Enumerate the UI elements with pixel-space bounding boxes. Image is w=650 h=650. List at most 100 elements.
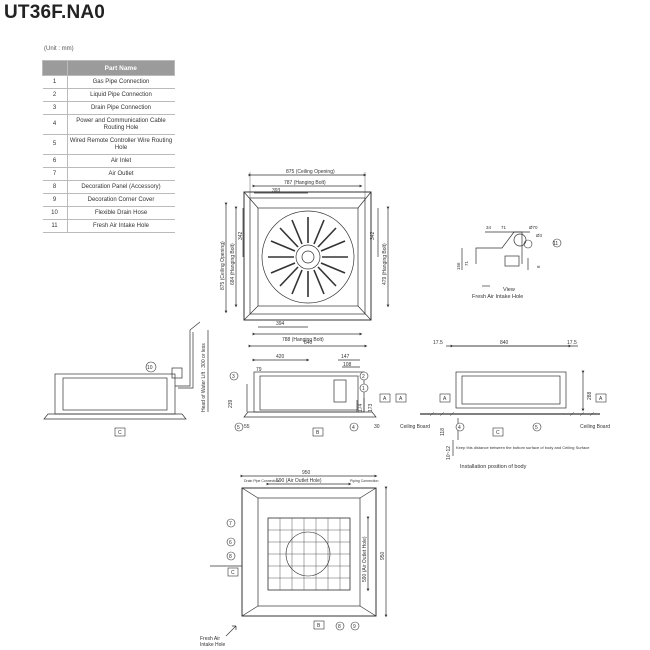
callout-4: 4 — [352, 425, 355, 431]
row-number: 5 — [42, 134, 68, 155]
dim-bottom-hanging: 788 (Hanging Bolt) — [282, 337, 324, 343]
dim-173: 173 — [368, 403, 374, 412]
dim-950-v: 950 — [380, 551, 386, 560]
dim-right-hanging: 479 (Hanging Bolt) — [382, 243, 388, 285]
dim-ceiling-opening: 875 (Ceiling Opening) — [286, 169, 335, 175]
callouts: 10 3 2 1 5 4 4 5 11 7 6 8 8 9 — [145, 238, 562, 631]
top-view-labels: 875 (Ceiling Opening) 787 (Hanging Bolt)… — [220, 169, 388, 343]
dim-288: 288 — [587, 391, 593, 400]
row-part-name: Gas Pipe Connection — [67, 75, 175, 89]
callout-9: 9 — [353, 624, 356, 630]
callout-7: 7 — [229, 521, 232, 527]
row-number: 11 — [42, 219, 68, 233]
callout-2: 2 — [362, 374, 365, 380]
left-side-labels: Head of Water Lift : 300 or less — [201, 343, 207, 412]
dim-342-right: 342 — [370, 231, 376, 240]
row-part-name: Air Outlet — [67, 167, 175, 181]
row-part-name: Flexible Drain Hose — [67, 206, 175, 220]
reference-markers: C B A A C A A C B — [114, 393, 607, 630]
callout-8: 8 — [229, 554, 232, 560]
view-label: View — [503, 287, 515, 293]
row-number: 6 — [42, 154, 68, 168]
bottom-view-labels: 950 590 (Air Outlet Hole) Drain Pipe Con… — [200, 470, 386, 648]
dim-34: 34 — [486, 225, 492, 230]
callout-10: 10 — [147, 365, 153, 371]
dim-8: 8 — [536, 265, 541, 268]
ceiling-board-right: Ceiling Board — [580, 424, 610, 430]
dim-30: 30 — [374, 424, 380, 430]
header-no — [42, 60, 68, 76]
marker-a-1: A — [383, 396, 387, 402]
row-part-name: Wired Remote Controller Wire Routing Hol… — [67, 134, 175, 155]
dim-left-ceiling: 875 (Ceiling Opening) — [220, 241, 226, 290]
row-part-name: Fresh Air Intake Hole — [67, 219, 175, 233]
dim-239: 239 — [228, 399, 234, 408]
dim-342-left: 342 — [238, 231, 244, 240]
drain-pipe-label: Drain Pipe Connection — [244, 479, 279, 483]
row-number: 1 — [42, 75, 68, 89]
callout-5b: 5 — [535, 425, 538, 431]
row-number: 8 — [42, 180, 68, 194]
unit-note: (Unit : mm) — [44, 46, 74, 52]
install-label: Installation position of body — [460, 464, 527, 470]
row-number: 3 — [42, 101, 68, 115]
dim-840-b: 840 — [500, 340, 509, 346]
view-label-2: Fresh Air Intake Hole — [472, 294, 523, 300]
row-part-name: Liquid Pipe Connection — [67, 88, 175, 102]
bottom-view — [210, 474, 388, 637]
marker-a-4: A — [599, 396, 603, 402]
ceiling-board-left: Ceiling Board — [400, 424, 430, 430]
dim-left-hanging: 684 (Hanging Bolt) — [230, 243, 236, 285]
dim-840: 840 — [304, 340, 313, 346]
center-side-view — [243, 344, 377, 418]
center-side-labels: 840 420 147 108 79 239 55 30 174 173 — [228, 340, 380, 430]
row-number: 7 — [42, 167, 68, 181]
row-part-name: Decoration Corner Cover — [67, 193, 175, 207]
dim-17-5-a: 17.5 — [433, 340, 443, 346]
callout-8b: 8 — [338, 624, 341, 630]
dim-3: Ø3 — [536, 233, 543, 238]
dim-55: 55 — [244, 424, 250, 430]
fresh-air-label: Fresh Air — [200, 636, 220, 642]
row-number: 2 — [42, 88, 68, 102]
callout-1: 1 — [362, 386, 365, 392]
top-view — [224, 172, 390, 336]
callout-6: 6 — [229, 540, 232, 546]
marker-c-3: C — [231, 570, 235, 576]
model-title: UT36F.NA0 — [4, 2, 106, 23]
dim-108: 108 — [343, 362, 352, 368]
right-side-labels: 17.5 840 17.5 288 118 10~12 Ceiling Boar… — [400, 340, 610, 470]
marker-a-2: A — [399, 396, 403, 402]
fresh-air-view — [461, 231, 533, 287]
dim-hanging-bolt: 787 (Hanging Bolt) — [284, 180, 326, 186]
marker-c-1: C — [118, 430, 122, 436]
dim-71: 71 — [501, 225, 507, 230]
dim-79: 79 — [256, 367, 262, 373]
dim-590-v: 590 (Air Outlet Hole) — [362, 536, 368, 582]
row-number: 4 — [42, 114, 68, 135]
dim-118: 118 — [440, 428, 446, 436]
parts-table-header: Part Name — [42, 60, 175, 76]
right-side-view — [420, 344, 600, 456]
fresh-air-labels: 34 71 Ø70 Ø3 156 71 8 View Fresh Air Int… — [456, 225, 543, 300]
dim-394: 394 — [276, 321, 285, 327]
marker-b-2: B — [317, 623, 321, 629]
dim-71v: 71 — [464, 260, 469, 266]
left-side-view — [43, 321, 209, 420]
dim-420: 420 — [276, 354, 285, 360]
piping-label: Piping Connection — [350, 479, 378, 483]
row-part-name: Drain Pipe Connection — [67, 101, 175, 115]
row-part-name: Air Inlet — [67, 154, 175, 168]
marker-a-3: A — [443, 396, 447, 402]
